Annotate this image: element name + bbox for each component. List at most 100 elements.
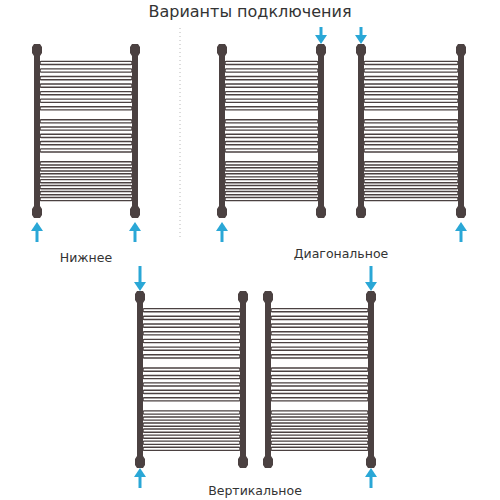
towel-bar	[271, 411, 368, 414]
towel-bar	[364, 168, 458, 171]
post-cap	[263, 291, 273, 303]
towel-bar	[364, 76, 458, 79]
towel-bar	[225, 134, 318, 137]
towel-bar	[364, 61, 458, 64]
towel-bar	[225, 186, 318, 189]
towel-bar	[40, 180, 132, 183]
towel-bar	[40, 162, 132, 165]
towel-bar	[40, 186, 132, 189]
towel-bar	[225, 192, 318, 195]
towel-bar	[40, 174, 132, 177]
towel-bar	[271, 355, 368, 358]
towel-bar	[143, 423, 240, 426]
diagram-title: Варианты подключения	[148, 2, 351, 21]
towel-bar	[271, 447, 368, 450]
towel-bar	[225, 84, 318, 87]
side-post	[240, 297, 246, 462]
towel-bar	[143, 355, 240, 358]
post-cap	[316, 206, 326, 218]
post-cap	[32, 206, 42, 218]
side-post	[368, 297, 374, 462]
post-cap	[130, 44, 140, 56]
post-cap	[366, 291, 376, 303]
towel-bar	[271, 375, 368, 378]
separator-line	[180, 28, 181, 238]
towel-bar	[40, 149, 132, 152]
arrow-head	[365, 282, 377, 291]
arrow-head	[365, 468, 377, 477]
towel-bar	[40, 134, 132, 137]
towel-bar	[271, 368, 368, 371]
post-cap	[366, 456, 376, 468]
towel-bar	[225, 76, 318, 79]
towel-bar	[364, 84, 458, 87]
towel-bar	[40, 142, 132, 145]
towel-bar	[143, 441, 240, 444]
arrow-head	[315, 35, 327, 44]
towel-bar	[225, 92, 318, 95]
towel-bar	[143, 347, 240, 350]
post-cap	[135, 456, 145, 468]
post-cap	[130, 206, 140, 218]
towel-bar	[225, 142, 318, 145]
towel-bar	[271, 383, 368, 386]
post-cap	[356, 206, 366, 218]
towel-bar	[225, 61, 318, 64]
towel-bar	[143, 368, 240, 371]
towel-bar	[225, 69, 318, 72]
towel-bar	[271, 309, 368, 312]
towel-bar	[225, 174, 318, 177]
side-post	[458, 50, 464, 212]
post-cap	[316, 44, 326, 56]
post-cap	[217, 44, 227, 56]
towel-bar	[143, 435, 240, 438]
post-cap	[456, 44, 466, 56]
towel-bar	[271, 441, 368, 444]
towel-bar	[225, 180, 318, 183]
post-cap	[135, 291, 145, 303]
towel-bar	[143, 390, 240, 393]
towel-bar	[271, 423, 368, 426]
side-post	[132, 50, 138, 212]
towel-bar	[143, 309, 240, 312]
towel-bar	[364, 186, 458, 189]
arrow-head	[355, 35, 367, 44]
towel-bar	[364, 162, 458, 165]
towel-bar	[364, 197, 458, 200]
towel-bar	[143, 398, 240, 401]
towel-bar	[364, 99, 458, 102]
towel-bar	[364, 127, 458, 130]
towel-bar	[143, 417, 240, 420]
towel-bar	[271, 347, 368, 350]
post-cap	[263, 456, 273, 468]
post-cap	[238, 291, 248, 303]
towel-bar	[271, 390, 368, 393]
towel-bar	[40, 168, 132, 171]
towel-bar	[271, 316, 368, 319]
towel-bar	[364, 142, 458, 145]
towel-bar	[364, 120, 458, 123]
towel-bar	[143, 316, 240, 319]
towel-bar	[225, 107, 318, 110]
arrow-head	[216, 222, 228, 231]
towel-bar	[40, 127, 132, 130]
side-post	[34, 50, 40, 212]
post-cap	[32, 44, 42, 56]
towel-bar	[143, 383, 240, 386]
towel-bar	[271, 332, 368, 335]
towel-bar	[143, 324, 240, 327]
towel-bar	[364, 107, 458, 110]
towel-bar	[40, 76, 132, 79]
towel-bar	[40, 197, 132, 200]
arrow-head	[129, 222, 141, 231]
towel-bar	[40, 92, 132, 95]
towel-bar	[364, 180, 458, 183]
arrow-head	[31, 222, 43, 231]
towel-bar	[364, 134, 458, 137]
towel-bar	[271, 429, 368, 432]
towel-bar	[364, 149, 458, 152]
variant-label: Вертикальное	[208, 483, 302, 498]
post-cap	[456, 206, 466, 218]
side-post	[219, 50, 225, 212]
towel-bar	[225, 149, 318, 152]
